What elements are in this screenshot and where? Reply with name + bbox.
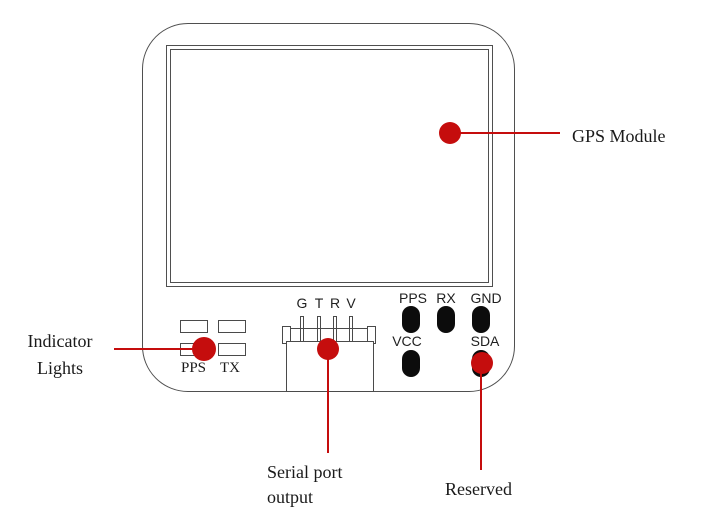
callout-label-indicator-line2: Lights (36, 358, 83, 378)
pad-label-rx: RX (436, 290, 456, 306)
pad-pps (402, 306, 420, 333)
pad-rx (437, 306, 455, 333)
callout-label-serial-line2: output (267, 487, 314, 507)
callout-dot-indicator (192, 337, 216, 361)
antenna-outline-outer (166, 45, 493, 287)
indicator-led-top-right (218, 320, 246, 333)
callout-line-reserved (480, 362, 482, 470)
callout-label-serial-line1: Serial port (267, 462, 343, 482)
callout-line-gps (450, 132, 560, 134)
pad-gnd (472, 306, 490, 333)
callout-line-serial (327, 348, 329, 453)
indicator-label-pps: PPS (181, 360, 207, 376)
pad-label-vcc: VCC (392, 333, 422, 349)
antenna-outline-inner (170, 49, 489, 283)
callout-dot-serial (317, 338, 339, 360)
indicator-led-bottom-right (218, 343, 246, 356)
pad-vcc (402, 350, 420, 377)
callout-line-indicator (114, 348, 206, 350)
serial-pin-label-r: R (329, 295, 341, 311)
serial-pin-label-g: G (296, 295, 308, 311)
callout-label-serial: Serial port output (267, 460, 342, 510)
indicator-label-tx: TX (220, 360, 240, 376)
indicator-led-top-left (180, 320, 208, 333)
callout-label-reserved: Reserved (445, 479, 512, 499)
callout-label-gps: GPS Module (572, 126, 666, 146)
pad-label-gnd: GND (470, 290, 502, 306)
callout-dot-reserved (471, 352, 493, 374)
pad-label-pps: PPS (398, 290, 428, 306)
callout-dot-gps (439, 122, 461, 144)
callout-label-indicator-line1: Indicator (27, 331, 93, 351)
serial-pin-label-t: T (314, 295, 324, 311)
callout-label-indicator: Indicator Lights (14, 328, 106, 382)
pad-label-sda: SDA (470, 333, 500, 349)
serial-pin-label-v: V (346, 295, 356, 311)
